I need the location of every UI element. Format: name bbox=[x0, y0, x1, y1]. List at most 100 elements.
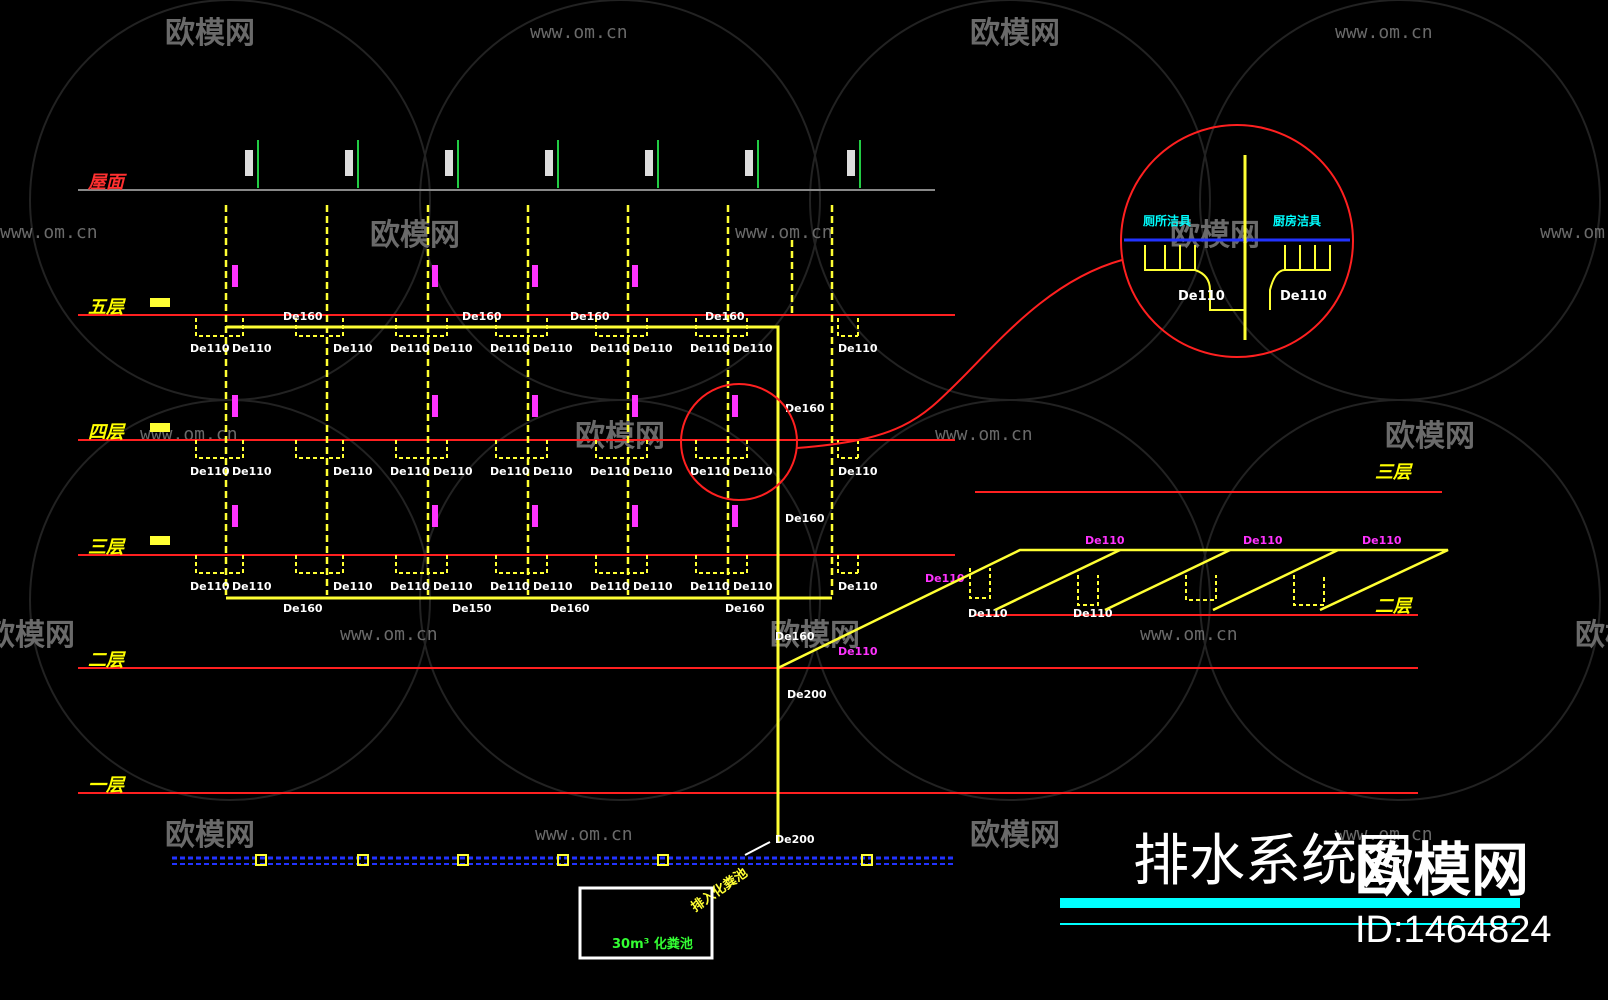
svg-text:De110: De110 bbox=[333, 465, 373, 478]
svg-text:De160: De160 bbox=[283, 602, 323, 615]
svg-text:De110: De110 bbox=[490, 465, 530, 478]
svg-text:De110: De110 bbox=[190, 580, 230, 593]
svg-text:De160: De160 bbox=[283, 310, 323, 323]
watermark-brand: 欧模网 bbox=[970, 818, 1060, 853]
svg-text:De160: De160 bbox=[550, 602, 590, 615]
svg-text:De160: De160 bbox=[725, 602, 765, 615]
svg-text:De160: De160 bbox=[462, 310, 502, 323]
watermark-brand: 欧模网 bbox=[165, 16, 255, 51]
watermark-url: www.om.cn bbox=[1335, 22, 1433, 43]
watermark-brand: 欧模网 bbox=[165, 818, 255, 853]
svg-text:De110: De110 bbox=[232, 580, 272, 593]
svg-text:De150: De150 bbox=[452, 602, 492, 615]
drawing-title-text: 排水系统图 bbox=[1133, 829, 1413, 894]
watermark-brand: 欧模网 bbox=[575, 419, 665, 454]
side-branch-labels: De110 De110 De110 De110 De110 bbox=[838, 534, 1402, 658]
svg-text:De200: De200 bbox=[787, 688, 827, 701]
svg-text:De110: De110 bbox=[690, 465, 730, 478]
svg-text:De110: De110 bbox=[433, 465, 473, 478]
svg-text:De160: De160 bbox=[570, 310, 610, 323]
watermark-url: www.om.cn bbox=[0, 222, 98, 243]
branch-fittings bbox=[195, 318, 859, 574]
collector-pipes bbox=[226, 325, 832, 843]
svg-text:De110: De110 bbox=[490, 342, 530, 355]
watermark-url: www.om.cn bbox=[1540, 222, 1608, 243]
detail-contents: 厕所洁具 厨房洁具 De110 De110 bbox=[1124, 155, 1350, 340]
watermarks: 欧模网 www.om.cn 欧模网 www.om.cn www.om.cn 欧模… bbox=[0, 16, 1608, 853]
watermark-brand: 欧模网 bbox=[1575, 618, 1608, 653]
svg-text:De110: De110 bbox=[633, 342, 673, 355]
svg-text:De160: De160 bbox=[775, 630, 815, 643]
svg-text:De110: De110 bbox=[1362, 534, 1402, 547]
svg-text:De110: De110 bbox=[533, 580, 573, 593]
floor-label-5: 五层 bbox=[88, 297, 126, 318]
watermark-url: www.om.cn bbox=[535, 824, 633, 845]
svg-text:De110: De110 bbox=[1085, 534, 1125, 547]
svg-text:De110: De110 bbox=[838, 580, 878, 593]
svg-text:De110: De110 bbox=[590, 580, 630, 593]
watermark-brand: 欧模网 bbox=[970, 16, 1060, 51]
vertical-stacks bbox=[224, 205, 834, 595]
svg-text:De110: De110 bbox=[690, 342, 730, 355]
svg-text:De110: De110 bbox=[633, 465, 673, 478]
svg-text:De110: De110 bbox=[433, 580, 473, 593]
brand-logo-text: 欧模网 bbox=[1355, 836, 1529, 904]
svg-text:De160: De160 bbox=[785, 402, 825, 415]
svg-text:De110: De110 bbox=[1243, 534, 1283, 547]
svg-text:De110: De110 bbox=[968, 607, 1008, 620]
stack-tags bbox=[232, 265, 738, 527]
floor-label-1: 一层 bbox=[88, 775, 126, 796]
svg-text:De110: De110 bbox=[1073, 607, 1113, 620]
svg-text:De110: De110 bbox=[690, 580, 730, 593]
watermark-url: www.om.cn bbox=[935, 424, 1033, 445]
watermark-url: www.om.cn bbox=[530, 22, 628, 43]
svg-text:De110: De110 bbox=[633, 580, 673, 593]
svg-text:De110: De110 bbox=[533, 465, 573, 478]
svg-text:De160: De160 bbox=[785, 512, 825, 525]
watermark-brand: 欧模网 bbox=[0, 618, 75, 653]
svg-text:De110: De110 bbox=[232, 342, 272, 355]
svg-text:De110: De110 bbox=[733, 465, 773, 478]
septic-label: 30m³ 化粪池 bbox=[612, 936, 693, 952]
svg-text:De110: De110 bbox=[838, 342, 878, 355]
svg-text:De110: De110 bbox=[733, 342, 773, 355]
detail-left-size: De110 bbox=[1178, 289, 1225, 304]
watermark-brand: 欧模网 bbox=[1385, 419, 1475, 454]
drawing-title: 排水系统图 欧模网 ID:1464824 bbox=[1060, 829, 1552, 951]
svg-text:De110: De110 bbox=[390, 580, 430, 593]
svg-text:De110: De110 bbox=[190, 465, 230, 478]
svg-text:De110: De110 bbox=[433, 342, 473, 355]
svg-text:De110: De110 bbox=[533, 342, 573, 355]
side-branch bbox=[777, 548, 1449, 670]
svg-text:De110: De110 bbox=[490, 580, 530, 593]
septic-tank: 30m³ 化粪池 bbox=[578, 886, 714, 960]
watermark-url: www.om.cn bbox=[735, 222, 833, 243]
detail-source-circle bbox=[680, 383, 798, 501]
detail-right-header: 厨房洁具 bbox=[1273, 213, 1321, 228]
watermark-url: www.om.cn bbox=[340, 624, 438, 645]
floor-label-roof: 屋面 bbox=[87, 172, 127, 193]
floor-label-3: 三层 bbox=[88, 537, 126, 558]
svg-text:De110: De110 bbox=[838, 645, 878, 658]
side-floor-label-2: 二层 bbox=[1375, 596, 1413, 617]
floor-labels: 屋面 五层 四层 三层 二层 一层 三层 二层 bbox=[87, 172, 1413, 796]
svg-text:De110: De110 bbox=[733, 580, 773, 593]
svg-text:De110: De110 bbox=[232, 465, 272, 478]
svg-text:De200: De200 bbox=[775, 833, 815, 846]
svg-text:De110: De110 bbox=[590, 465, 630, 478]
detail-right-size: De110 bbox=[1280, 289, 1327, 304]
detail-left-header: 厕所洁具 bbox=[1143, 213, 1191, 228]
roof-vents bbox=[245, 140, 861, 188]
floor-label-4: 四层 bbox=[88, 422, 126, 443]
svg-text:De110: De110 bbox=[590, 342, 630, 355]
svg-text:De160: De160 bbox=[705, 310, 745, 323]
svg-text:De110: De110 bbox=[333, 580, 373, 593]
watermark-url: www.om.cn bbox=[1140, 624, 1238, 645]
svg-text:De110: De110 bbox=[190, 342, 230, 355]
floor-tags bbox=[150, 298, 170, 545]
detail-magnifier-circle bbox=[1120, 124, 1354, 358]
side-floor-label-3: 三层 bbox=[1375, 462, 1413, 483]
image-id: ID:1464824 bbox=[1355, 909, 1552, 951]
